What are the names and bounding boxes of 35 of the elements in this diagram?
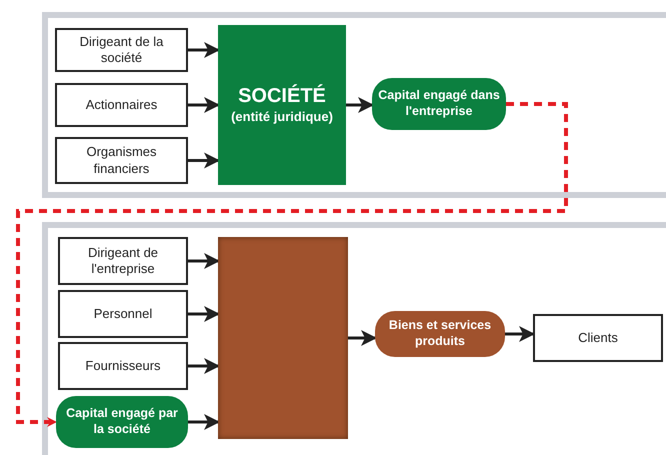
text-box bbox=[58, 342, 188, 390]
box-text: Personnel bbox=[92, 306, 154, 322]
arrow bbox=[188, 306, 220, 322]
box-text: Capital engagé par la société bbox=[65, 406, 179, 438]
box-shape bbox=[218, 237, 348, 439]
box-title: SOCIÉTÉ bbox=[237, 84, 327, 110]
text-box bbox=[55, 137, 188, 184]
arrow bbox=[188, 358, 220, 374]
text-box bbox=[533, 314, 663, 362]
box-text: Organismes financiers bbox=[85, 144, 158, 177]
rounded-box bbox=[375, 311, 505, 357]
text-box bbox=[55, 28, 188, 72]
arrow bbox=[16, 102, 568, 427]
text-box bbox=[58, 290, 188, 338]
box-text: Actionnaires bbox=[84, 96, 158, 114]
arrow bbox=[188, 414, 220, 430]
box-text: Dirigeant de l'entreprise bbox=[86, 244, 160, 278]
box-text: Dirigeant de la société bbox=[78, 34, 164, 66]
arrow bbox=[188, 97, 220, 113]
rounded-box bbox=[56, 396, 188, 448]
arrow bbox=[346, 97, 374, 113]
box-text: Capital engagé dans l'entreprise bbox=[377, 88, 501, 120]
rounded-box bbox=[372, 78, 506, 130]
arrow bbox=[188, 42, 220, 58]
text-box bbox=[55, 83, 188, 127]
arrow bbox=[348, 330, 377, 346]
text-box bbox=[58, 237, 188, 285]
process-box bbox=[218, 25, 346, 185]
arrow bbox=[505, 326, 535, 342]
box-text: Fournisseurs bbox=[84, 358, 162, 374]
arrow bbox=[188, 253, 220, 269]
box-text: Biens et services produits bbox=[388, 318, 492, 350]
box-text: Clients bbox=[577, 330, 619, 346]
arrow bbox=[188, 152, 220, 168]
box-text: (entité juridique) bbox=[230, 109, 334, 126]
